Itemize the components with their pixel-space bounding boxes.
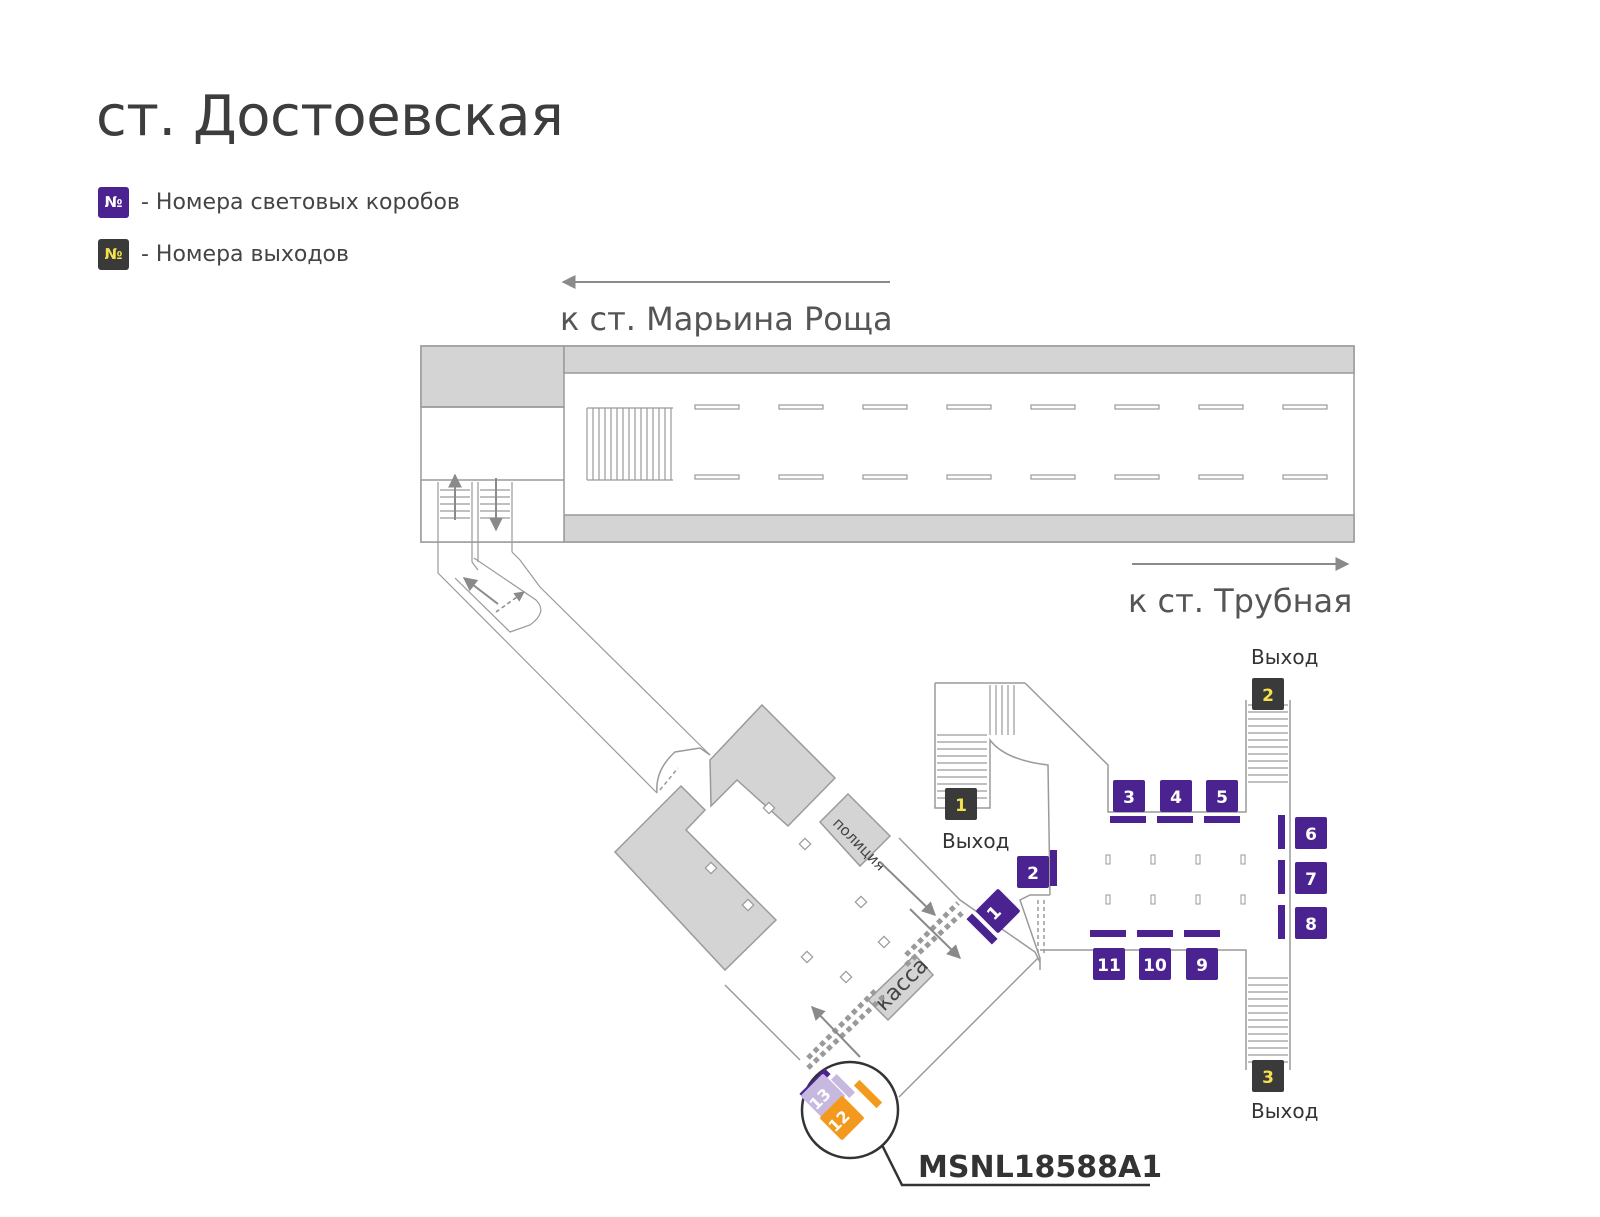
lightbox-8-number: 8	[1305, 915, 1317, 935]
pillars	[704, 801, 891, 984]
police-room	[818, 792, 892, 868]
exit-2-badge	[1252, 678, 1284, 710]
turnstiles	[806, 901, 964, 1070]
exit-1-label: Выход	[942, 829, 1009, 853]
lightbox-4-number: 4	[1170, 788, 1182, 808]
lightbox-5-number: 5	[1216, 788, 1228, 808]
exit-2-label: Выход	[1251, 645, 1318, 669]
exit-3-badge	[1252, 1060, 1284, 1092]
lightbox-bars	[966, 815, 1285, 945]
lightbox-2-number: 2	[1027, 864, 1039, 884]
lightbox-3-number: 3	[1123, 788, 1135, 808]
legend-exit: № - Номера выходов	[98, 238, 349, 270]
arrow-icon	[811, 1005, 861, 1058]
exit-1-badge	[945, 788, 977, 820]
platform-benches	[694, 404, 1328, 480]
cashier-room	[866, 953, 935, 1022]
arrow-icon	[909, 908, 961, 959]
lightbox-9-number: 9	[1196, 956, 1208, 976]
direction-south: к ст. Трубная	[1128, 582, 1352, 620]
station-title: ст. Достоевская	[96, 84, 564, 149]
service-room	[613, 784, 778, 972]
lightbox-10-number: 10	[1143, 956, 1167, 976]
lightbox-legend-text: - Номера световых коробов	[141, 189, 460, 215]
legend-lightbox: № - Номера световых коробов	[98, 186, 460, 218]
lightbox-7-number: 7	[1305, 870, 1317, 890]
exit-1-number: 1	[955, 796, 967, 816]
exit-3-label: Выход	[1251, 1099, 1318, 1123]
platform	[420, 345, 1355, 543]
arrow-icon	[495, 591, 525, 613]
platform-stairs	[586, 407, 673, 481]
arrow-icon	[879, 861, 937, 916]
arrow-icon	[462, 577, 499, 605]
corridor-pillars	[1105, 854, 1246, 905]
lightbox-badges	[976, 780, 1327, 980]
exit-3-number: 3	[1262, 1068, 1274, 1088]
highlighted-lightboxes: 13 12	[799, 1060, 1150, 1187]
service-room	[709, 703, 837, 828]
lightbox-11-number: 11	[1097, 956, 1121, 976]
lightbox-legend-swatch: №	[98, 186, 129, 218]
corridor	[934, 682, 1291, 1070]
exit-legend-text: - Номера выходов	[141, 241, 349, 267]
exit-legend-swatch: №	[98, 238, 129, 270]
lightbox-6-number: 6	[1305, 825, 1317, 845]
highlight-code: MSNL18588A1	[918, 1150, 1162, 1185]
direction-north: к ст. Марьина Роща	[560, 300, 893, 338]
exit-2-number: 2	[1262, 686, 1274, 706]
